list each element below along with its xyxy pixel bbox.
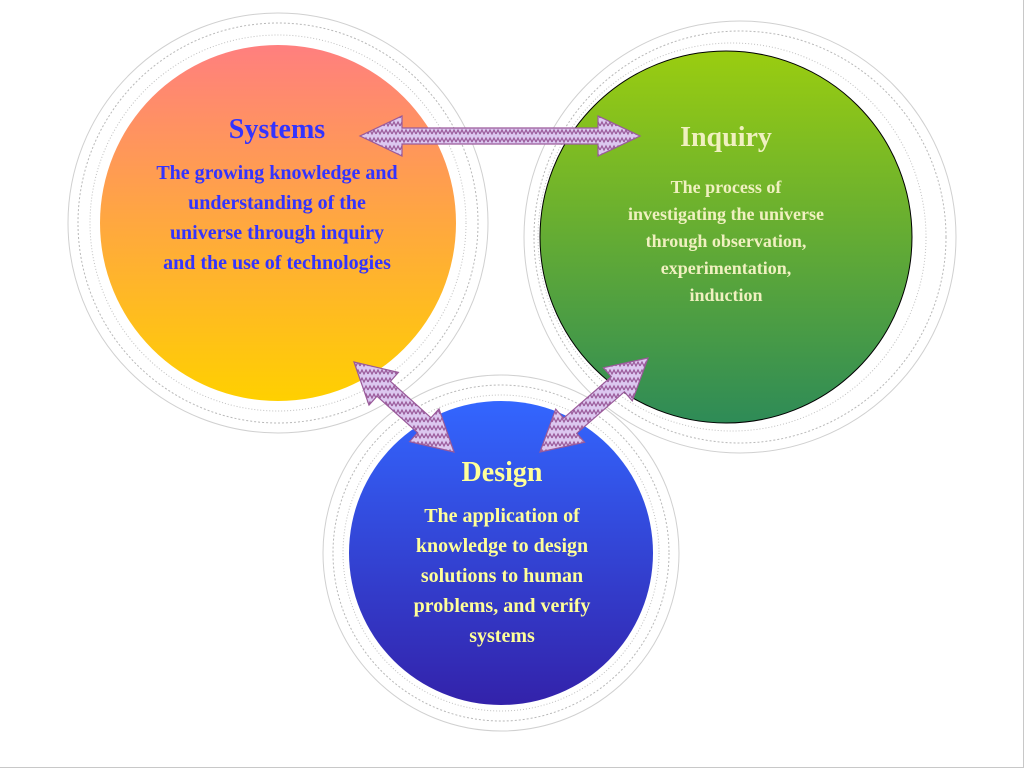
- design-node-text: Design The application of knowledge to d…: [392, 457, 612, 651]
- design-outer-ring: [322, 374, 680, 732]
- design-description: The application of knowledge to design s…: [413, 505, 591, 647]
- systems-outer-ring: [67, 12, 489, 434]
- arrow-design-inquiry: [539, 357, 649, 453]
- inquiry-title: Inquiry: [680, 122, 772, 153]
- systems-title: Systems: [228, 114, 326, 145]
- inquiry-middle-ring: [533, 30, 947, 444]
- inquiry-node-text: Inquiry The process of investigating the…: [626, 122, 826, 309]
- arrow-systems-inquiry: [358, 115, 642, 157]
- systems-description: The growing knowledge and understanding …: [156, 162, 398, 274]
- design-inner-ring: [342, 394, 660, 712]
- systems-middle-ring: [77, 22, 479, 424]
- inquiry-circle-group: [523, 20, 957, 454]
- design-middle-ring: [332, 384, 670, 722]
- arrow-systems-design: [353, 361, 455, 453]
- design-circle-group: [322, 374, 680, 732]
- connector-arrows: [353, 115, 649, 453]
- inquiry-inner-ring: [537, 42, 927, 432]
- inquiry-circle: [539, 50, 913, 424]
- inquiry-outer-ring: [523, 20, 957, 454]
- design-circle: [349, 401, 653, 705]
- systems-node-text: Systems The growing knowledge and unders…: [152, 114, 402, 278]
- systems-inner-ring: [89, 34, 467, 412]
- inquiry-description: The process of investigating the univers…: [628, 177, 824, 305]
- design-title: Design: [461, 457, 543, 488]
